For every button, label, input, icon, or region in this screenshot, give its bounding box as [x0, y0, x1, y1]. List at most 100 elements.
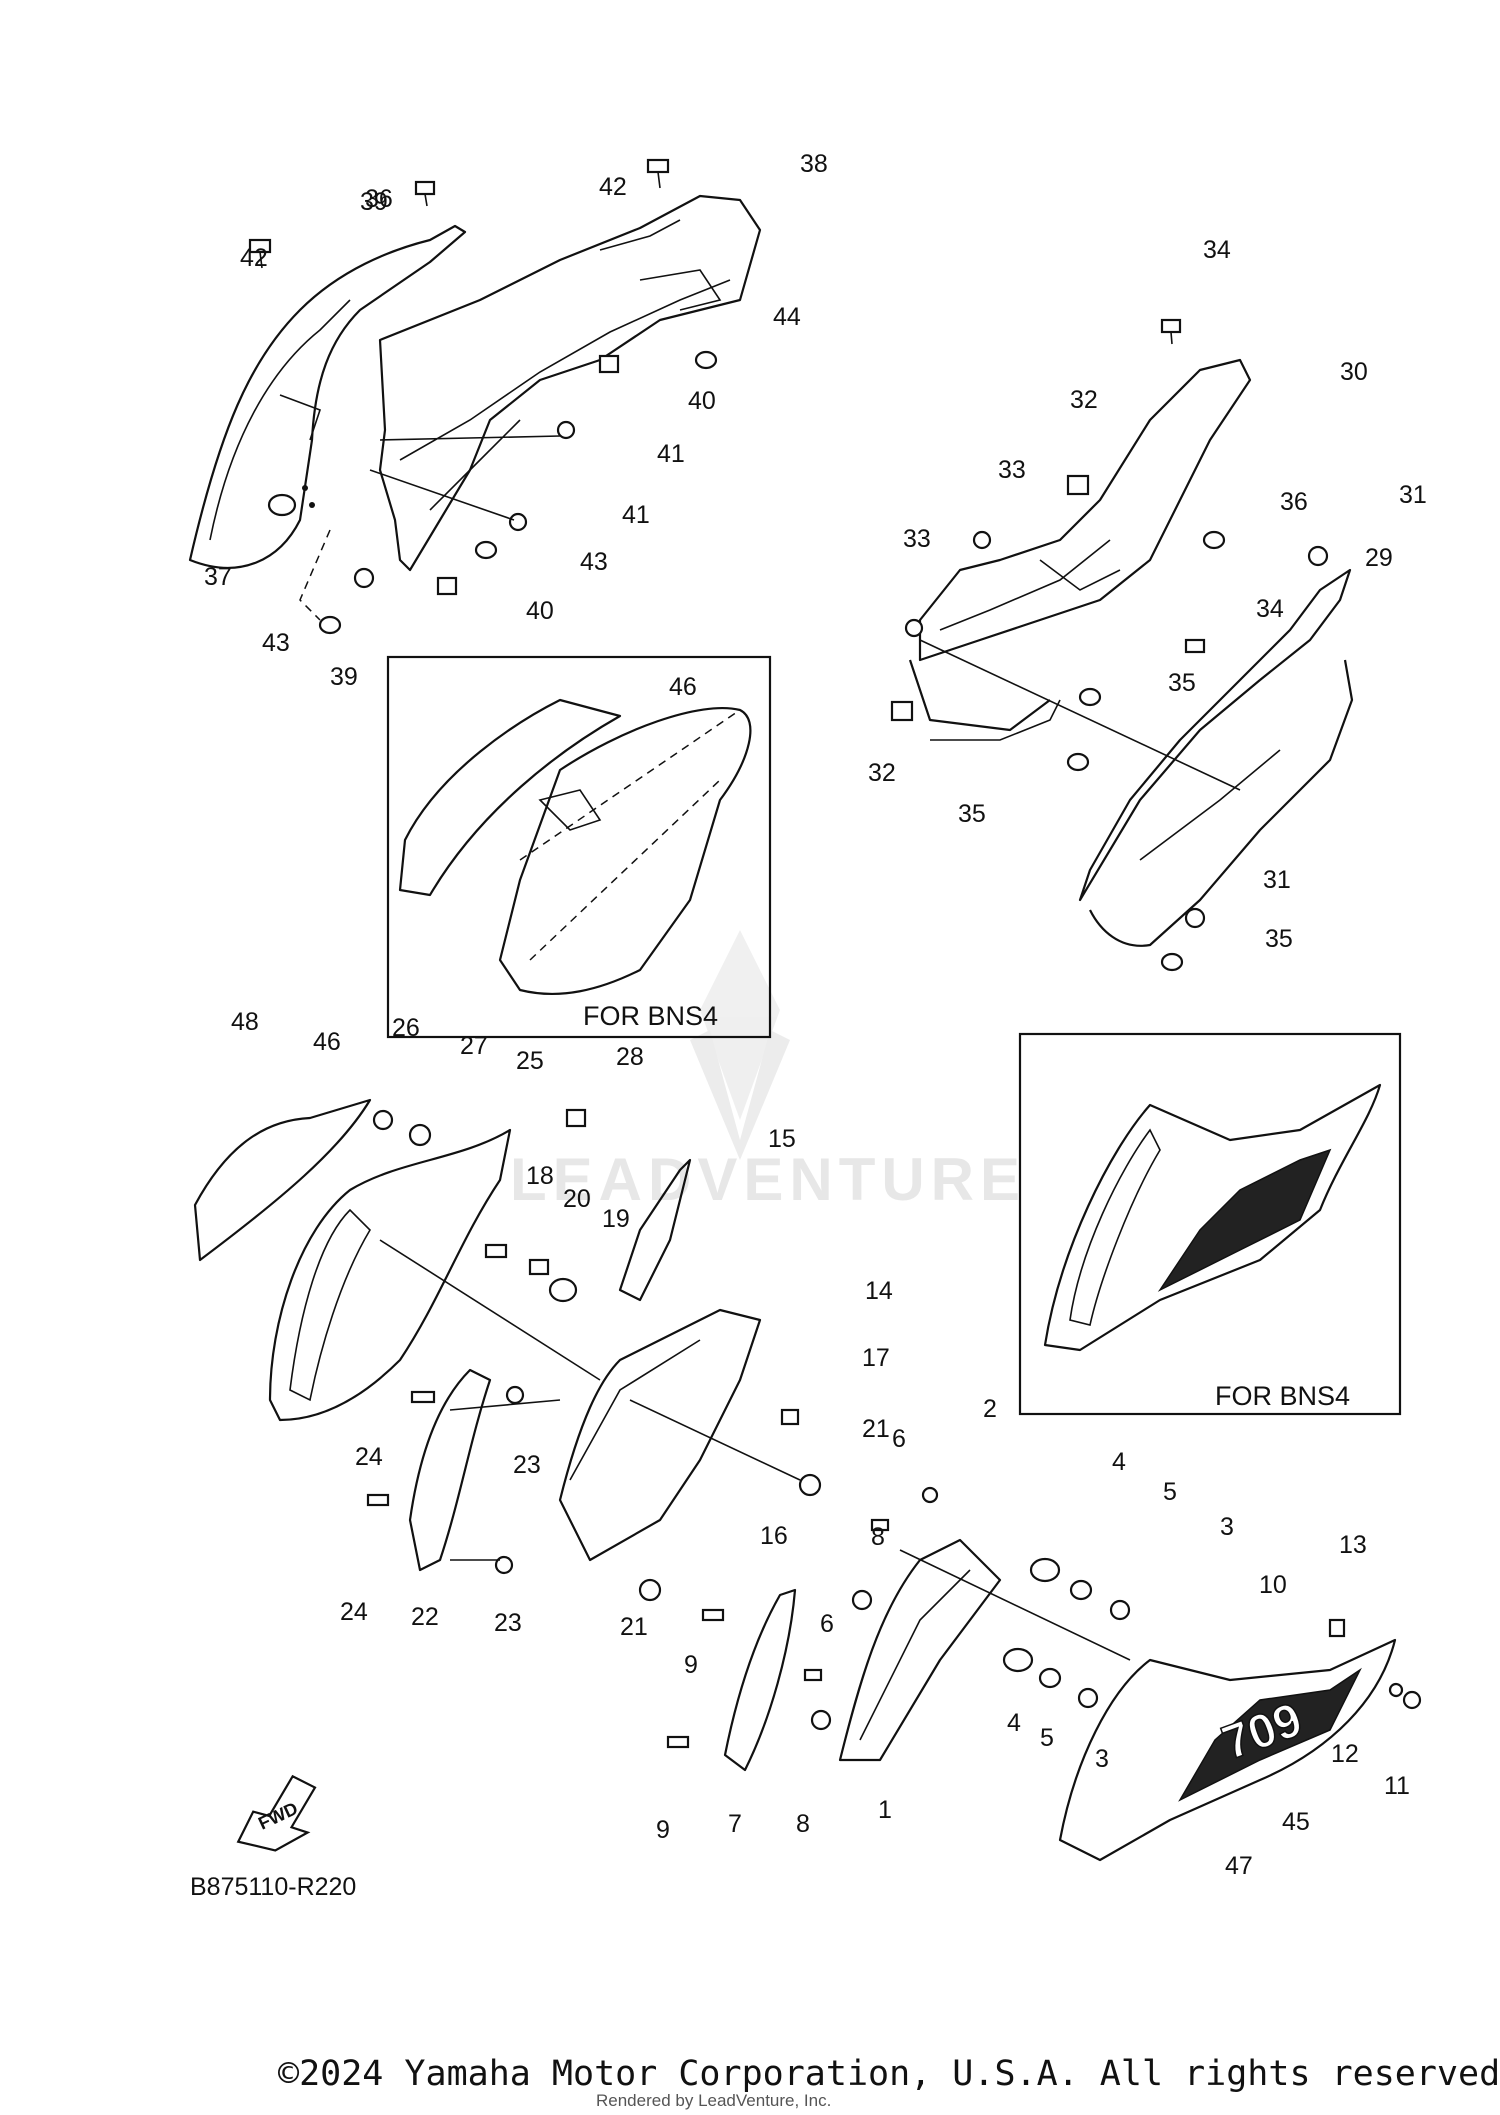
callout-30: 30 — [1340, 358, 1368, 386]
callout-5: 5 — [1040, 1724, 1054, 1752]
bolt-31b-icon — [1184, 907, 1206, 929]
callout-37: 37 — [204, 563, 232, 591]
clip-32b-icon — [890, 700, 914, 722]
callout-36: 36 — [1280, 488, 1308, 516]
copyright-text: ©2024 Yamaha Motor Corporation, U.S.A. A… — [278, 2054, 1500, 2094]
callout-45: 45 — [1282, 1808, 1310, 1836]
callout-26: 26 — [392, 1014, 420, 1042]
callout-6: 6 — [820, 1610, 834, 1638]
callout-34: 34 — [1203, 236, 1231, 264]
rivet-35a-icon — [1078, 687, 1102, 707]
watermark-text: LEADVENTURE — [510, 1146, 1026, 1213]
callout-40: 40 — [526, 597, 554, 625]
callout-16: 16 — [760, 1522, 788, 1550]
callout-40: 40 — [688, 387, 716, 415]
rivet-36-icon — [1202, 530, 1226, 550]
bolt-31a-icon — [1307, 545, 1329, 567]
washer-33b-icon — [904, 618, 924, 638]
decal-text: 709 — [1216, 1693, 1309, 1770]
callout-14: 14 — [865, 1277, 893, 1305]
callout-8: 8 — [796, 1810, 810, 1838]
callout-44: 44 — [773, 303, 801, 331]
rivet-44-icon — [694, 350, 718, 370]
callout-32: 32 — [1070, 386, 1098, 414]
inset-frame — [1018, 1032, 1402, 1416]
callout-41: 41 — [622, 501, 650, 529]
callout-35: 35 — [958, 800, 986, 828]
callout-43: 43 — [580, 548, 608, 576]
callout-21: 21 — [862, 1415, 890, 1443]
callout-4: 4 — [1112, 1448, 1126, 1476]
callout-28: 28 — [616, 1043, 644, 1071]
diagram-code: B875110-R220 — [190, 1873, 356, 1901]
callout-36: 36 — [365, 185, 393, 213]
callout-5: 5 — [1163, 1478, 1177, 1506]
callout-34: 34 — [1256, 595, 1284, 623]
callout-31: 31 — [1399, 481, 1427, 509]
callout-46: 46 — [313, 1028, 341, 1056]
callout-43: 43 — [262, 629, 290, 657]
callout-19: 19 — [602, 1205, 630, 1233]
callout-8: 8 — [871, 1523, 885, 1551]
rendered-by-text: Rendered by LeadVenture, Inc. — [596, 2091, 831, 2110]
bolt-42a-icon — [248, 238, 272, 269]
callout-31: 31 — [1263, 866, 1291, 894]
top-right-assembly — [890, 318, 1354, 972]
fwd-arrow-icon: FWD — [236, 1774, 317, 1852]
callout-7: 7 — [728, 1810, 742, 1838]
rivet-35b-icon — [1066, 752, 1090, 772]
callout-41: 41 — [657, 440, 685, 468]
clip-32a-icon — [1066, 474, 1090, 496]
callout-39: 39 — [330, 663, 358, 691]
callout-3: 3 — [1220, 1513, 1234, 1541]
nut-40b-icon — [436, 576, 458, 596]
callout-24: 24 — [340, 1598, 368, 1626]
bolt-34b-icon — [1184, 638, 1206, 654]
callout-42: 42 — [240, 244, 268, 272]
callout-39: 39 — [360, 188, 388, 216]
callout-9: 9 — [656, 1816, 670, 1844]
bolt-39a-icon — [414, 180, 436, 207]
callout-27: 27 — [460, 1032, 488, 1060]
callout-33: 33 — [998, 456, 1026, 484]
callout-13: 13 — [1339, 1531, 1367, 1559]
callout-32: 32 — [868, 759, 896, 787]
callout-4: 4 — [1007, 1709, 1021, 1737]
top-left-assembly — [188, 158, 762, 635]
callout-10: 10 — [1259, 1571, 1287, 1599]
callout-38: 38 — [800, 150, 828, 178]
callout-20: 20 — [563, 1185, 591, 1213]
callout-22: 22 — [411, 1603, 439, 1631]
callout-11: 11 — [1384, 1772, 1410, 1800]
callout-21: 21 — [620, 1613, 648, 1641]
callout-6: 6 — [892, 1425, 906, 1453]
callout-17: 17 — [862, 1344, 890, 1372]
callout-23: 23 — [494, 1609, 522, 1637]
rivet-35c-icon — [1160, 952, 1184, 972]
bolt-34a-icon — [1160, 318, 1182, 345]
watermark: LEADVENTURE — [510, 930, 1026, 1213]
callout-24: 24 — [355, 1443, 383, 1471]
inset-frame — [386, 655, 772, 1039]
inset-caption-1: FOR BNS4 — [583, 1001, 718, 1031]
callout-47: 47 — [1225, 1852, 1253, 1880]
callout-29: 29 — [1365, 544, 1393, 572]
callout-2: 2 — [983, 1395, 997, 1423]
callout-35: 35 — [1265, 925, 1293, 953]
callout-46: 46 — [669, 673, 697, 701]
main-assembly: FWD — [193, 1098, 1422, 1862]
rivet-43b-icon — [318, 615, 342, 635]
callout-12: 12 — [1331, 1740, 1359, 1768]
callout-9: 9 — [684, 1651, 698, 1679]
callout-18: 18 — [526, 1162, 554, 1190]
inset-caption-2: FOR BNS4 — [1215, 1381, 1350, 1411]
bolt-39b-icon — [353, 567, 375, 589]
inset-box-45: FOR BNS4 — [1018, 1032, 1402, 1416]
callout-1: 1 — [878, 1796, 892, 1824]
fasteners-main — [366, 1108, 1422, 1749]
inset-box-46: FOR BNS4 — [386, 655, 772, 1039]
callout-33: 33 — [903, 525, 931, 553]
washer-41b-icon — [508, 512, 528, 532]
